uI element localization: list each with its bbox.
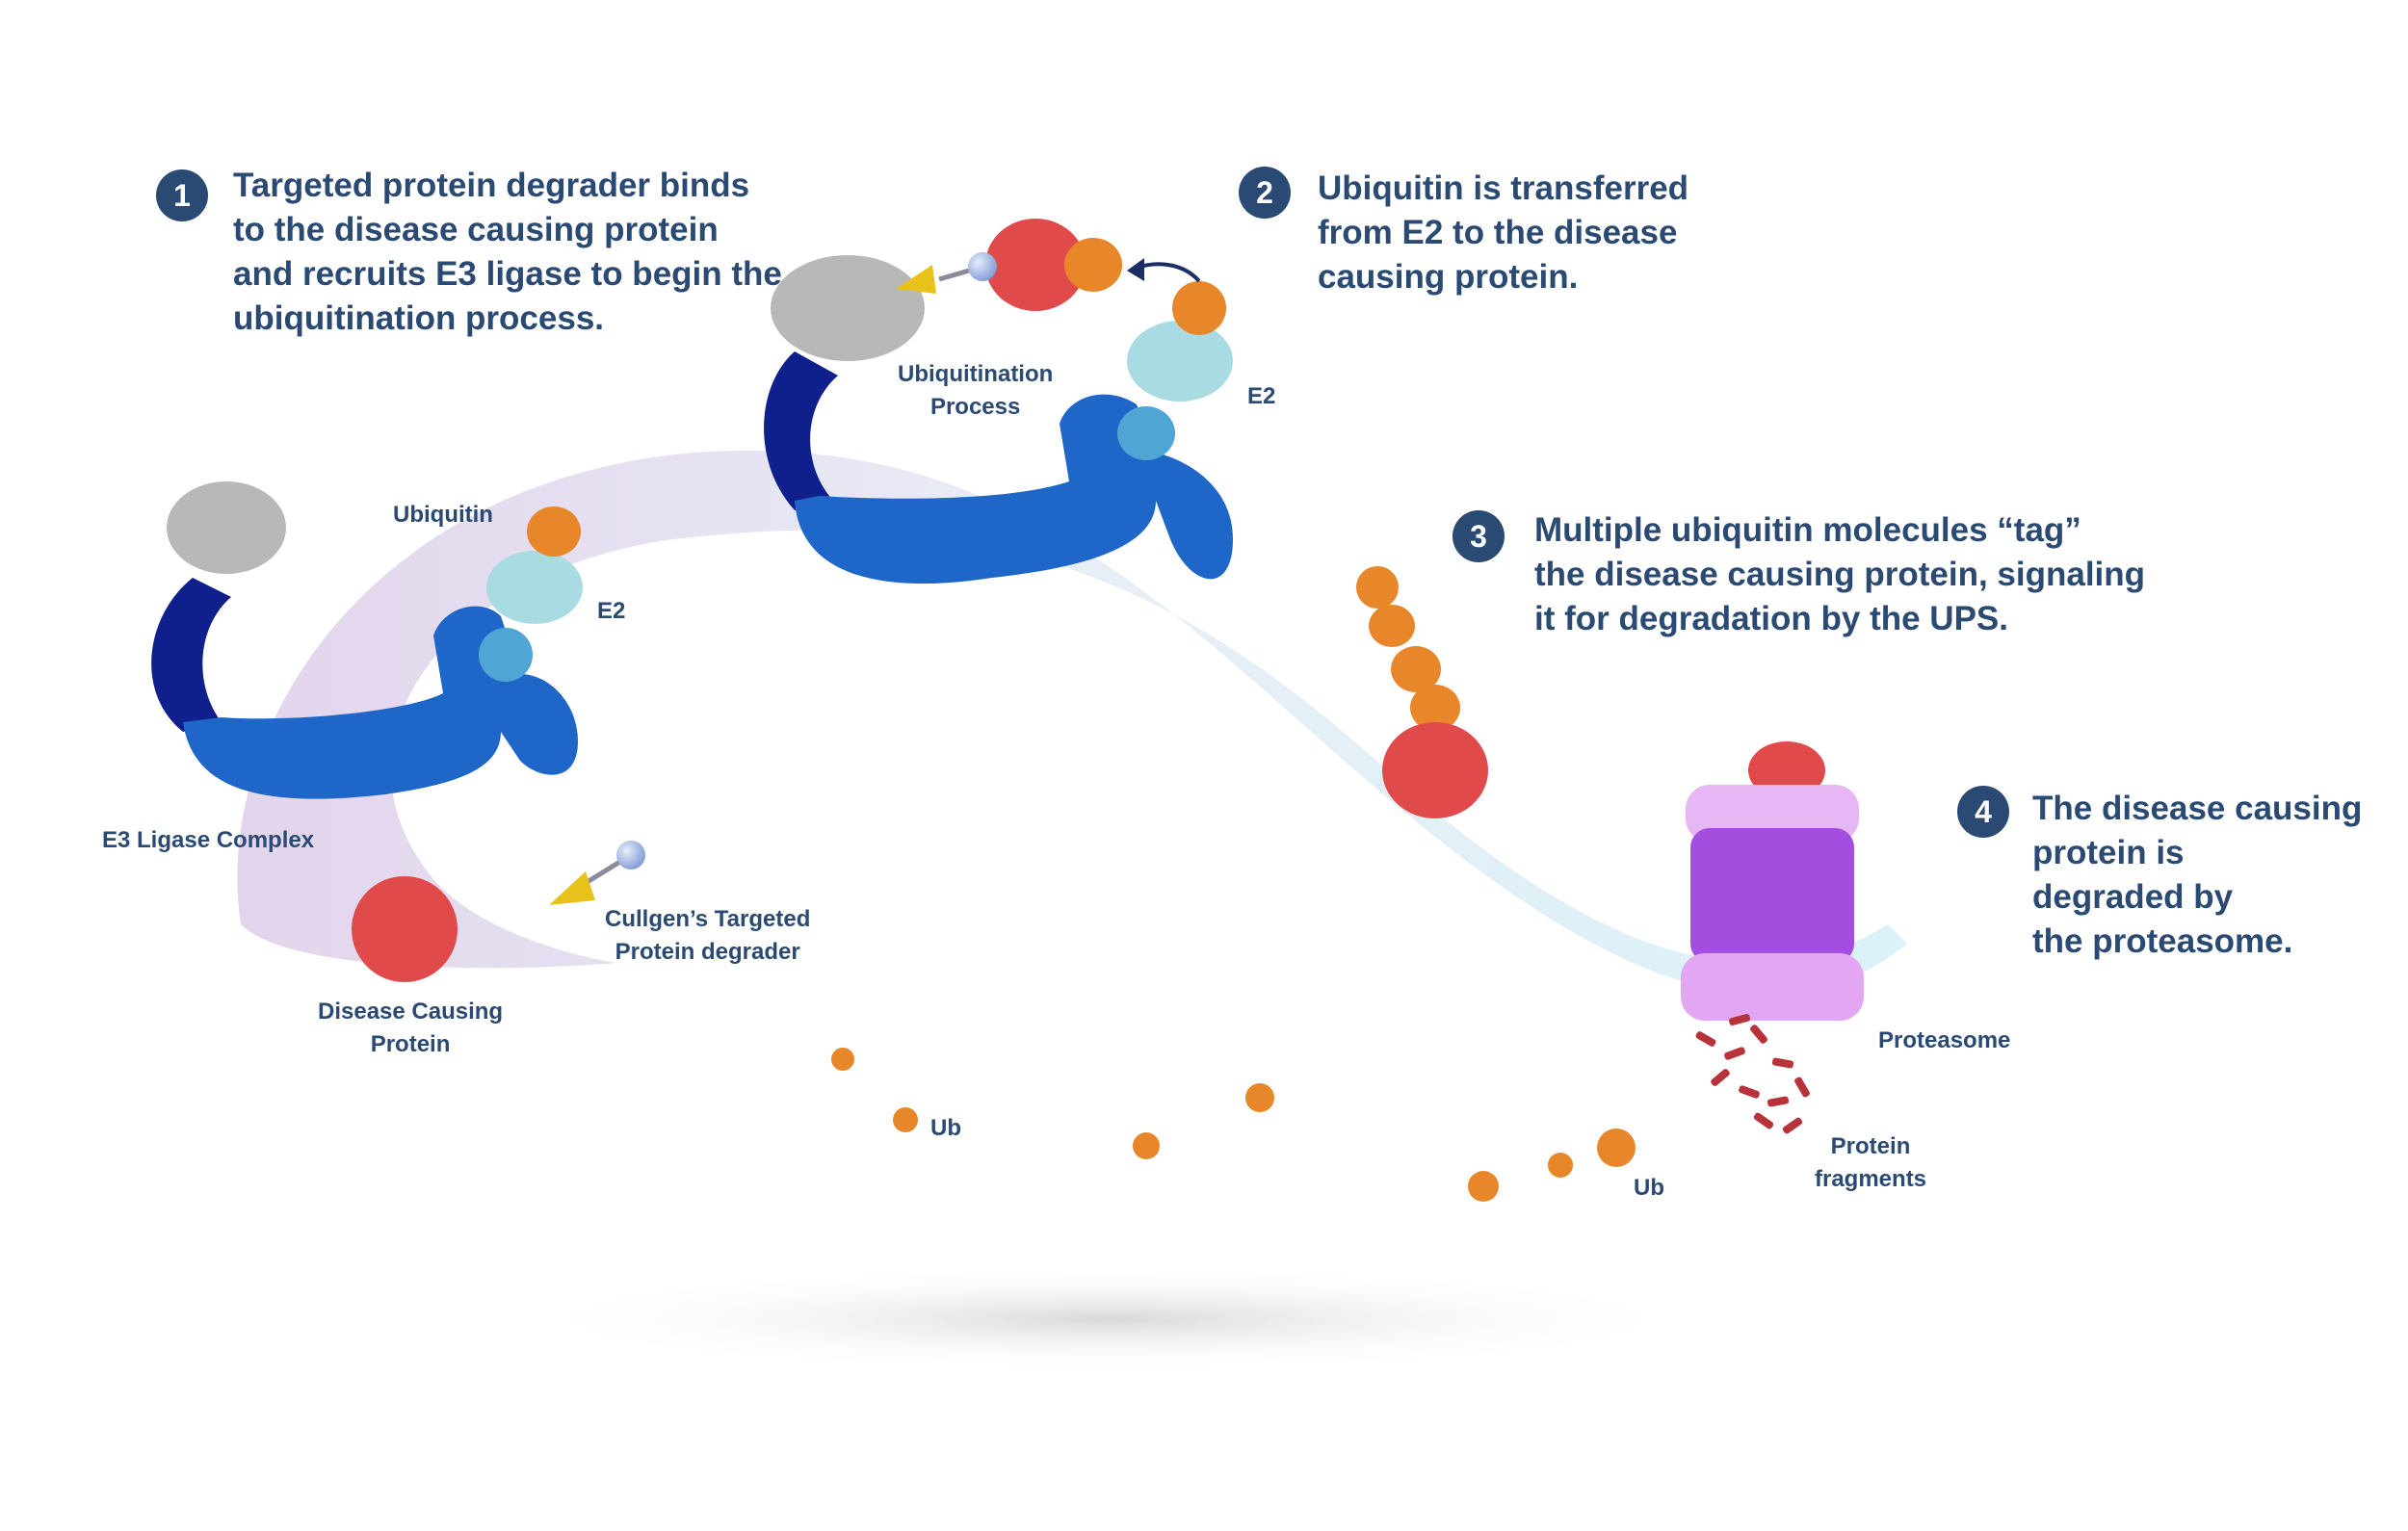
step-4-text: The disease causing protein is degraded …: [2032, 790, 2363, 960]
grey-domain: [167, 481, 286, 574]
grey-domain-top: [771, 255, 925, 361]
tagged-disease-protein: [1382, 722, 1488, 818]
floor-shadow: [510, 1266, 1705, 1372]
label-e3-ligase-complex: E3 Ligase Complex: [102, 827, 315, 853]
step-1-number: 1: [156, 169, 208, 221]
disease-protein-top: [985, 219, 1086, 311]
step-1-text: Targeted protein degrader binds to the d…: [233, 167, 782, 337]
e3-ligase-complex-left: [151, 481, 583, 799]
degrader-top-ball: [968, 252, 997, 281]
protein-fragments-shapes: [1695, 1013, 1810, 1134]
navy-arm: [151, 578, 231, 732]
disease-protein-shape: [352, 876, 458, 982]
polyubiquitin-chain: [1356, 566, 1488, 818]
step-2-number: 2: [1239, 167, 1291, 219]
e2-link: [479, 628, 533, 682]
label-e2-left: E2: [597, 598, 626, 624]
label-proteasome: Proteasome: [1878, 1027, 2011, 1053]
step-4-number: 4: [1957, 786, 2009, 838]
degrader-top-head: [896, 265, 936, 294]
ubiquitin-on-protein-top: [1064, 238, 1122, 292]
label-e2-top: E2: [1247, 383, 1276, 409]
navy-arm-top: [764, 351, 838, 510]
e3-ligase-complex-top: [764, 219, 1233, 584]
e2-domain: [486, 551, 583, 624]
step-3-text: Multiple ubiquitin molecules “tag” the d…: [1534, 511, 2146, 637]
label-disease-causing-protein: Disease Causing Protein: [318, 999, 504, 1057]
transfer-arrow: [1136, 262, 1201, 283]
transfer-arrowhead: [1127, 258, 1144, 281]
degrader-molecule-left: [549, 841, 645, 905]
ubiquitin-blob: [527, 506, 581, 557]
e2-domain-top: [1127, 321, 1233, 402]
label-ubiquitination-process: Ubiquitination Process: [898, 361, 1054, 420]
proteasome-shape: [1681, 741, 1864, 1021]
label-targeted-degrader: Cullgen’s Targeted Protein degrader: [605, 906, 811, 965]
label-protein-fragments: Protein fragments: [1815, 1133, 1927, 1192]
label-ubiquitin: Ubiquitin: [393, 502, 493, 528]
step-2-text: Ubiquitin is transferred from E2 to the …: [1318, 169, 1689, 296]
label-ub-1: Ub: [930, 1115, 961, 1141]
free-ubiquitin-blobs: [831, 1048, 1636, 1202]
ubiquitin-blob-top-e2: [1172, 281, 1226, 335]
process-ribbon: [237, 450, 1908, 996]
step-3-number: 3: [1453, 510, 1505, 562]
label-ub-2: Ub: [1634, 1175, 1664, 1201]
e2-link-top: [1117, 406, 1175, 460]
